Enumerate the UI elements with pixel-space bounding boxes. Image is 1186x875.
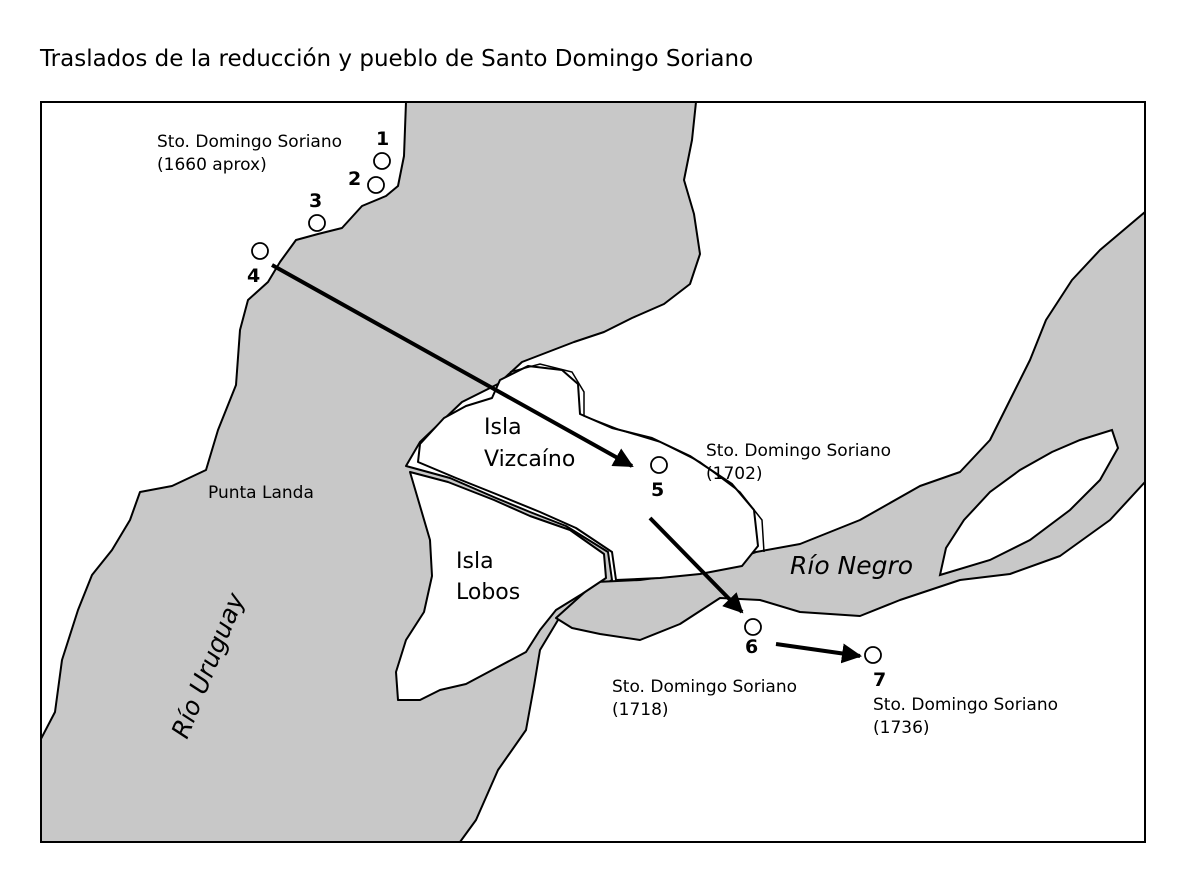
site-5-note: (1702) (706, 464, 763, 484)
site-7-number: 7 (873, 669, 886, 691)
site-2-number: 2 (348, 168, 361, 190)
site-7-marker (864, 646, 882, 664)
isla-vizcaino-label-line2: Vizcaíno (484, 447, 575, 472)
isla-vizcaino-channel (509, 363, 765, 553)
site-6-marker (744, 618, 762, 636)
isla-vizcaino-label-line1: Isla (484, 415, 522, 440)
site-6-note: (1718) (612, 700, 669, 720)
site-1-note: (1660 aprox) (157, 155, 267, 175)
site-6-number: 6 (745, 636, 758, 658)
site-6-name: Sto. Domingo Soriano (612, 677, 797, 697)
site-5-name: Sto. Domingo Soriano (706, 441, 891, 461)
isla-lobos (395, 471, 607, 701)
rio-negro-label: Río Negro (790, 551, 913, 580)
map-frame (40, 101, 1146, 843)
rio-negro-inner-island (938, 428, 1120, 577)
move-arrow-4-5 (271, 263, 634, 468)
site-4-number: 4 (247, 265, 260, 287)
site-1-number: 1 (376, 128, 389, 150)
isla-lobos-label-line2: Lobos (456, 580, 520, 605)
site-2-marker (367, 176, 385, 194)
site-7-note: (1736) (873, 718, 930, 738)
site-3-number: 3 (309, 190, 322, 212)
isla-lobos-label-line1: Isla (456, 549, 494, 574)
site-4-marker (251, 242, 269, 260)
site-5-marker (650, 456, 668, 474)
site-1-name: Sto. Domingo Soriano (157, 132, 342, 152)
site-3-marker (308, 214, 326, 232)
move-arrow-6-7 (775, 642, 862, 664)
site-5-number: 5 (651, 479, 664, 501)
rio-uruguay-water (41, 102, 701, 842)
map-title: Traslados de la reducción y pueblo de Sa… (40, 46, 754, 72)
site-7-name: Sto. Domingo Soriano (873, 695, 1058, 715)
move-arrow-5-6 (648, 516, 744, 614)
site-1-marker (373, 152, 391, 170)
punta-landa-label: Punta Landa (208, 483, 314, 503)
